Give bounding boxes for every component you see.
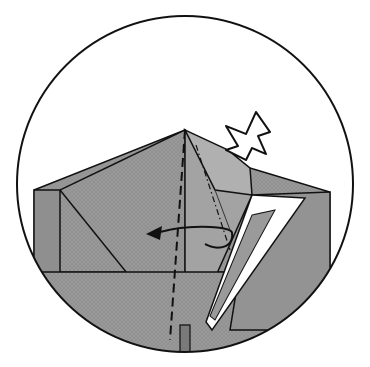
folded-model — [34, 130, 330, 367]
center-stem — [180, 325, 190, 367]
push-arrow-icon — [226, 112, 270, 160]
